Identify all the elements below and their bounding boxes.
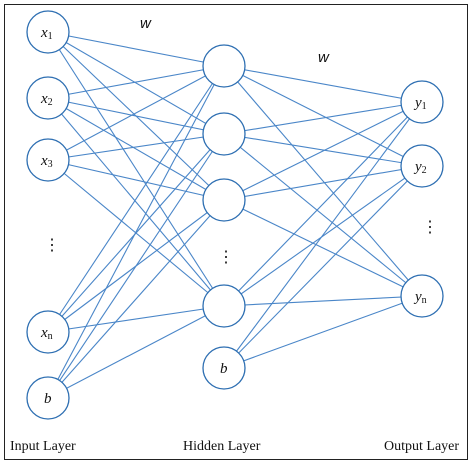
hidden-node-1 — [202, 44, 246, 88]
edge-input-5-hidden-2 — [47, 133, 225, 399]
hidden-node-4 — [202, 284, 246, 328]
weight-label-input-hidden: w — [140, 15, 152, 32]
edge-input-3-hidden-2 — [47, 133, 225, 161]
hidden-node-3 — [202, 178, 246, 222]
edge-hidden-4-output-2 — [223, 165, 423, 307]
neuron-nodes: x1 x2 x3 xn b b y1 y2 yn — [26, 10, 444, 420]
edge-hidden-2-output-3 — [223, 133, 423, 297]
input-node-x3: x3 — [26, 138, 70, 182]
input-node-xn-circle — [26, 310, 70, 354]
output-ellipsis: ⋮ — [422, 219, 438, 236]
hidden-bias-node: b — [202, 346, 246, 390]
edge-input-2-hidden-3 — [47, 97, 225, 201]
hidden-layer-label: Hidden Layer — [183, 439, 261, 454]
diagram-frame — [4, 4, 468, 460]
edge-hidden-3-output-1 — [223, 101, 423, 201]
edge-input-1-hidden-2 — [47, 31, 225, 135]
edge-hidden-1-output-1 — [223, 65, 423, 103]
output-node-y2: y2 — [400, 144, 444, 188]
input-node-xn: xn — [26, 310, 70, 354]
edge-hidden-5-output-1 — [223, 101, 423, 369]
hidden-node-3-circle — [202, 178, 246, 222]
output-node-y2-circle — [400, 144, 444, 188]
hidden-node-1-circle — [202, 44, 246, 88]
edge-hidden-5-output-2 — [223, 165, 423, 369]
edge-input-4-hidden-4 — [47, 305, 225, 333]
hidden-node-4-circle — [202, 284, 246, 328]
edge-input-2-hidden-1 — [47, 65, 225, 99]
input-node-x2-circle — [26, 76, 70, 120]
edge-hidden-1-output-2 — [223, 65, 423, 167]
edge-hidden-4-output-3 — [223, 295, 423, 307]
edge-hidden-2-output-1 — [223, 101, 423, 135]
output-node-yn: yn — [400, 274, 444, 318]
edge-hidden-3-output-3 — [223, 199, 423, 297]
weight-label-hidden-output: w — [318, 49, 330, 66]
hidden-bias-node-circle — [202, 346, 246, 390]
edge-input-2-hidden-2 — [47, 97, 225, 135]
edge-hidden-3-output-2 — [223, 165, 423, 201]
input-node-x1: x1 — [26, 10, 70, 54]
input-bias-node-label: b — [44, 391, 52, 407]
edge-input-3-hidden-1 — [47, 65, 225, 161]
hidden-node-2-circle — [202, 112, 246, 156]
edge-input-3-hidden-3 — [47, 159, 225, 201]
hidden-bias-node-label: b — [220, 361, 228, 377]
output-node-yn-circle — [400, 274, 444, 318]
input-bias-node-circle — [26, 376, 70, 420]
edge-input-1-hidden-1 — [47, 31, 225, 67]
input-ellipsis: ⋮ — [44, 237, 60, 254]
output-node-y1-circle — [400, 80, 444, 124]
input-node-x2: x2 — [26, 76, 70, 120]
edge-input-1-hidden-4 — [47, 31, 225, 307]
edge-input-5-hidden-3 — [47, 199, 225, 399]
edge-hidden-5-output-3 — [223, 295, 423, 369]
input-layer-label: Input Layer — [10, 439, 76, 454]
edge-input-2-hidden-4 — [47, 97, 225, 307]
output-node-y1: y1 — [400, 80, 444, 124]
input-bias-node: b — [26, 376, 70, 420]
edge-input-5-hidden-4 — [47, 305, 225, 399]
input-node-x1-circle — [26, 10, 70, 54]
edge-hidden-1-output-3 — [223, 65, 423, 297]
connection-lines — [47, 31, 423, 399]
edge-hidden-4-output-1 — [223, 101, 423, 307]
input-node-x3-circle — [26, 138, 70, 182]
output-layer-label: Output Layer — [384, 439, 459, 454]
edge-input-5-hidden-1 — [47, 65, 225, 399]
hidden-node-2 — [202, 112, 246, 156]
hidden-ellipsis: ⋮ — [218, 249, 234, 266]
edge-input-4-hidden-1 — [47, 65, 225, 333]
edge-hidden-2-output-2 — [223, 133, 423, 167]
